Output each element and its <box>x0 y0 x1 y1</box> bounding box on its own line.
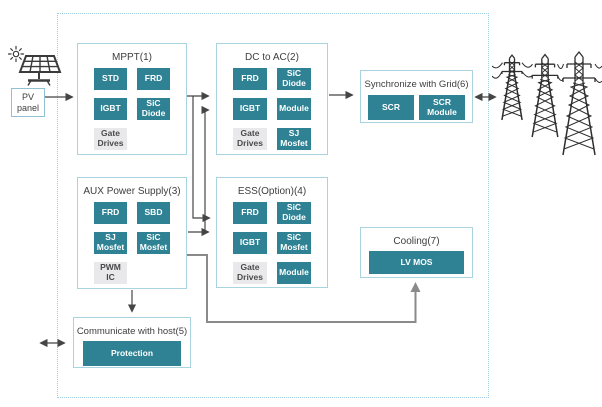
block-cooling: Cooling(7) LV MOS <box>360 227 473 278</box>
ess-chip-module: Module <box>277 262 311 284</box>
aux-chip-sbd: SBD <box>137 202 170 224</box>
mppt-chip-igbt: IGBT <box>94 98 127 120</box>
aux-chip-frd: FRD <box>94 202 127 224</box>
dcac-chip-igbt: IGBT <box>233 98 267 120</box>
block-dc-to-ac: DC to AC(2) FRD SiC Diode IGBT Module Ga… <box>216 43 328 155</box>
block-mppt-chips: STD FRD IGBT SiC Diode Gate Drives <box>78 65 186 150</box>
block-dc-to-ac-chips: FRD SiC Diode IGBT Module Gate Drives SJ… <box>217 65 327 150</box>
mppt-chip-sic-diode: SiC Diode <box>137 98 170 120</box>
block-ess: ESS(Option)(4) FRD SiC Diode IGBT SiC Mo… <box>216 177 328 288</box>
solar-panel-icon <box>18 55 62 86</box>
block-dc-to-ac-title: DC to AC(2) <box>245 51 299 63</box>
block-mppt-title: MPPT(1) <box>112 51 152 63</box>
pv-panel-box: PV panel <box>11 88 45 117</box>
block-cooling-chips: LV MOS <box>361 249 472 274</box>
pv-panel-label: PV panel <box>16 92 40 113</box>
transmission-towers-icon <box>492 51 602 156</box>
aux-chip-sic-mosfet: SiC Mosfet <box>137 232 170 254</box>
mppt-chip-gate-drives: Gate Drives <box>94 128 127 150</box>
block-sync-title: Synchronize with Grid(6) <box>364 78 469 90</box>
block-aux-power-supply: AUX Power Supply(3) FRD SBD SJ Mosfet Si… <box>77 177 187 289</box>
mppt-chip-frd: FRD <box>137 68 170 90</box>
dcac-chip-gate-drives: Gate Drives <box>233 128 267 150</box>
dcac-chip-module: Module <box>277 98 311 120</box>
sync-chip-scr: SCR <box>368 95 414 120</box>
cooling-chip-lv-mos: LV MOS <box>369 251 464 274</box>
ess-chip-gate-drives: Gate Drives <box>233 262 267 284</box>
block-host-title: Communicate with host(5) <box>76 325 188 337</box>
sun-icon <box>7 45 25 63</box>
mppt-chip-std: STD <box>94 68 127 90</box>
dcac-chip-sj-mosfet: SJ Mosfet <box>277 128 311 150</box>
aux-chip-sj-mosfet: SJ Mosfet <box>94 232 127 254</box>
block-host-chips: Protection <box>74 339 190 366</box>
sync-chip-scr-module: SCR Module <box>419 95 465 120</box>
block-ess-title: ESS(Option)(4) <box>237 185 307 197</box>
block-communicate-with-host: Communicate with host(5) Protection <box>73 317 191 368</box>
block-ess-chips: FRD SiC Diode IGBT SiC Mosfet Gate Drive… <box>217 199 327 284</box>
host-chip-protection: Protection <box>83 341 181 366</box>
system-boundary <box>57 13 489 398</box>
dcac-chip-frd: FRD <box>233 68 267 90</box>
aux-chip-pwm-ic: PWM IC <box>94 262 127 284</box>
block-mppt: MPPT(1) STD FRD IGBT SiC Diode Gate Driv… <box>77 43 187 155</box>
dcac-chip-sic-diode: SiC Diode <box>277 68 311 90</box>
ess-chip-sic-diode: SiC Diode <box>277 202 311 224</box>
block-aux-title: AUX Power Supply(3) <box>83 185 181 197</box>
ess-chip-igbt: IGBT <box>233 232 267 254</box>
ess-chip-sic-mosfet: SiC Mosfet <box>277 232 311 254</box>
block-synchronize-with-grid: Synchronize with Grid(6) SCR SCR Module <box>360 70 473 123</box>
block-cooling-title: Cooling(7) <box>393 235 440 247</box>
ess-chip-frd: FRD <box>233 202 267 224</box>
block-aux-chips: FRD SBD SJ Mosfet SiC Mosfet PWM IC <box>78 199 186 284</box>
block-sync-chips: SCR SCR Module <box>361 92 472 120</box>
